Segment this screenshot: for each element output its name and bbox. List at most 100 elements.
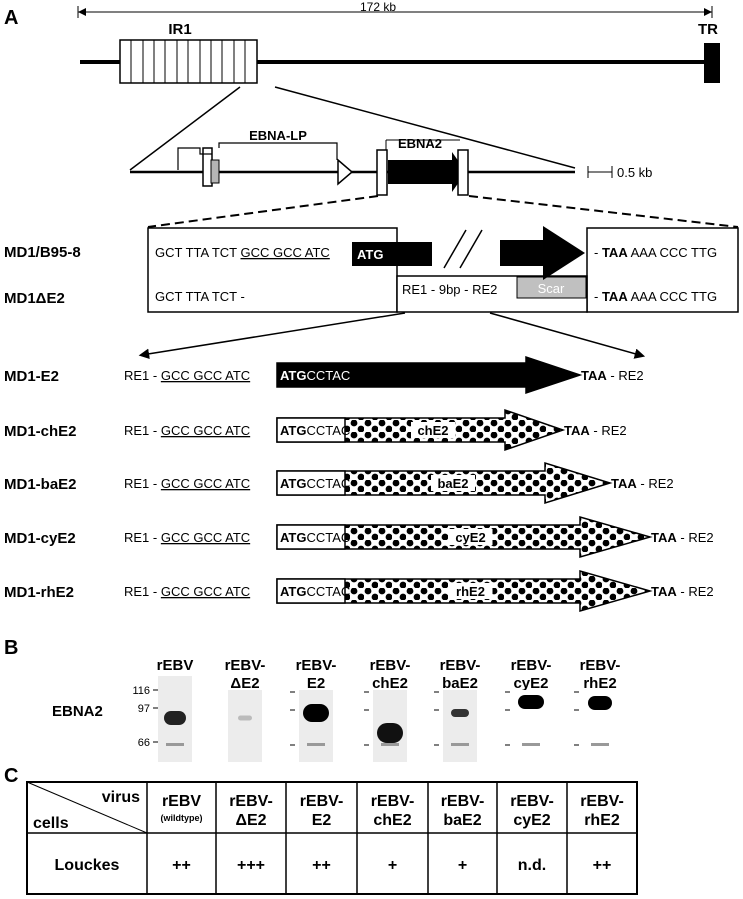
ebna2-band (164, 711, 186, 725)
lane-label-2: E2 (307, 675, 325, 692)
ebna2-band (518, 695, 544, 709)
blot-lane: rEBV-rhE2 (574, 657, 620, 762)
marker-label: 97 (138, 703, 150, 715)
variant-prefix: RE1 - GCC GCC ATC (124, 530, 250, 545)
gene-detail: EBNA-LP EBNA2 0.5 kb (130, 128, 652, 196)
table-cell: + (388, 857, 397, 874)
column-header: rEBV- (229, 793, 273, 810)
phenotype-table: viruscellsrEBV(wildtype)++rEBV-ΔE2+++rEB… (26, 781, 638, 895)
scale-bar: 0.5 kb (587, 165, 652, 180)
lane-label: rEBV- (370, 657, 411, 674)
lane-label: rEBV- (225, 657, 266, 674)
size-markers: 116 97 66 (132, 685, 160, 749)
gene-label: rhE2 (456, 584, 485, 599)
variant-label: MD1-E2 (4, 368, 59, 385)
stop-seq: TAA - RE2 (581, 368, 644, 383)
blot-lane: rEBV-E2 (290, 657, 336, 762)
ebna-lp-label: EBNA-LP (249, 128, 307, 143)
lane-strip (443, 690, 477, 762)
row-label: Louckes (55, 857, 120, 874)
ebna2-label: EBNA2 (398, 136, 442, 151)
lane-strip (228, 690, 262, 762)
ebna2-band (588, 696, 612, 710)
column-header: rEBV- (510, 793, 554, 810)
column-header-2: rhE2 (584, 812, 620, 829)
lane-label: rEBV- (440, 657, 481, 674)
gene-label: cyE2 (455, 530, 485, 545)
header-virus: virus (102, 789, 140, 806)
column-header-2: E2 (312, 812, 332, 829)
blot-lane: rEBV-cyE2 (505, 657, 551, 762)
blot-lane: rEBV-ΔE2 (225, 657, 266, 762)
column-header-2: ΔE2 (235, 812, 266, 829)
lane-label: rEBV- (296, 657, 337, 674)
panel-c-label: C (4, 765, 18, 787)
variant-prefix: RE1 - GCC GCC ATC (124, 423, 250, 438)
blot-lane: rEBV (157, 657, 194, 762)
construct-map: MD1/B95-8 MD1ΔE2 GCT TTA TCT GCC GCC ATC… (4, 226, 739, 313)
column-header: rEBV (162, 793, 201, 810)
column-header-2: cyE2 (513, 812, 550, 829)
lane-label-2: rhE2 (583, 675, 616, 692)
gene-label: chE2 (417, 423, 448, 438)
header-cells: cells (33, 815, 69, 832)
start-seq: ATGCCTAC (280, 476, 350, 491)
variant-label: MD1-baE2 (4, 476, 77, 493)
b95-seq-kozak: GCC GCC ATC (240, 245, 329, 260)
column-header-2: baE2 (443, 812, 481, 829)
table-cell: ++ (172, 857, 191, 874)
tr-label: TR (698, 21, 718, 38)
md1-de2-label: MD1ΔE2 (4, 290, 65, 307)
stop-seq: TAA - RE2 (651, 584, 714, 599)
ebna2-band (377, 723, 403, 743)
start-seq: ATGCCTAC (280, 423, 350, 438)
lane-label-2: ΔE2 (230, 675, 259, 692)
b95-seq-plain: GCT TTA TCT (155, 245, 240, 260)
column-header: rEBV- (371, 793, 415, 810)
panel-b-label: B (4, 637, 18, 659)
panel-a-label: A (4, 7, 18, 29)
de2-mid-seq: RE1 - 9bp - RE2 (402, 282, 497, 297)
lane-label: rEBV (157, 657, 194, 674)
lane-label: rEBV- (580, 657, 621, 674)
genome-size-label: 172 kb (360, 0, 396, 14)
variant-label: MD1-chE2 (4, 423, 77, 440)
blot-lane: rEBV-chE2 (364, 657, 410, 762)
scale-label: 0.5 kb (617, 165, 652, 180)
lane-label-2: baE2 (442, 675, 478, 692)
ebna2-band (303, 704, 329, 722)
blot-row-label: EBNA2 (52, 703, 103, 720)
table-cell: n.d. (518, 857, 546, 874)
b95-right-seq: - TAA AAA CCC TTG (594, 245, 717, 260)
marker-label: 116 (132, 685, 150, 697)
genome-map: IR1 TR (80, 21, 720, 84)
variant-prefix: RE1 - GCC GCC ATC (124, 476, 250, 491)
table-cell: + (458, 857, 467, 874)
coding-arrow (276, 355, 583, 395)
tr-block (704, 43, 720, 83)
stop-seq: TAA - RE2 (611, 476, 674, 491)
table-cell: ++ (312, 857, 331, 874)
scar-label: Scar (538, 281, 565, 296)
variant-label: MD1-rhE2 (4, 584, 74, 601)
table-cell: ++ (593, 857, 612, 874)
lane-label-2: chE2 (372, 675, 408, 692)
lane-label-2: cyE2 (513, 675, 548, 692)
lane-strip (299, 690, 333, 762)
column-header: rEBV- (300, 793, 344, 810)
marker-label: 66 (138, 737, 150, 749)
ir1-label: IR1 (168, 21, 191, 38)
variant-prefix: RE1 - GCC GCC ATC (124, 584, 250, 599)
ebna2-band (451, 709, 469, 717)
genome-size-bar: 172 kb (77, 0, 713, 18)
b95-atg: ATG (357, 247, 383, 262)
stop-seq: TAA - RE2 (651, 530, 714, 545)
ebna2-band (238, 715, 252, 721)
